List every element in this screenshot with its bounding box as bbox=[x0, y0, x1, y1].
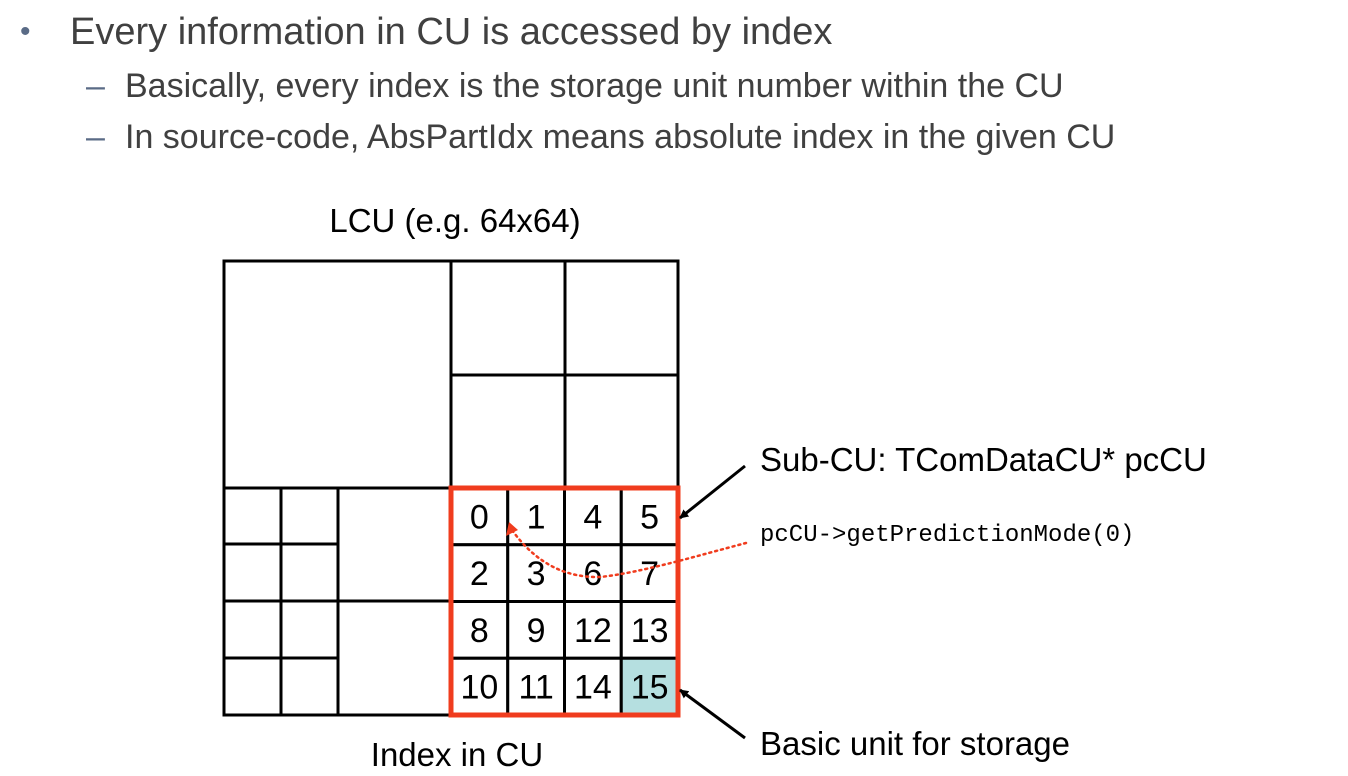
dotted-arrow-curve bbox=[510, 528, 748, 579]
bullet-marker: • bbox=[20, 15, 31, 48]
storage-unit-index: 9 bbox=[527, 612, 546, 650]
subcu-pointer-arrow bbox=[679, 464, 746, 520]
lcu-label: LCU (e.g. 64x64) bbox=[329, 202, 580, 239]
storage-unit-cell bbox=[506, 600, 566, 660]
storage-unit-cell bbox=[449, 600, 510, 660]
storage-unit-index: 5 bbox=[640, 498, 659, 536]
sub-bullet-1-text: Basically, every index is the storage un… bbox=[125, 67, 1064, 105]
sub-bullet-marker: – bbox=[86, 67, 105, 105]
storage-unit-cell bbox=[619, 656, 680, 717]
storage-unit-index: 12 bbox=[574, 612, 612, 650]
sub-bullet-marker: – bbox=[86, 118, 105, 156]
storage-unit-index: 13 bbox=[631, 612, 669, 650]
storage-unit-index: 0 bbox=[470, 498, 489, 536]
storage-unit-cell bbox=[619, 486, 680, 547]
storage-pointer-arrow bbox=[679, 688, 746, 740]
storage-unit-cell bbox=[506, 543, 566, 603]
storage-unit-cell bbox=[449, 656, 510, 717]
storage-unit-index: 3 bbox=[527, 555, 546, 593]
prediction-mode-code: pcCU->getPredictionMode(0) bbox=[760, 522, 1134, 549]
storage-unit-index: 6 bbox=[583, 555, 602, 593]
sub-bullet-2-text: In source-code, AbsPartIdx means absolut… bbox=[125, 118, 1116, 156]
subcu-label: Sub-CU: TComDataCU* pcCU bbox=[760, 441, 1207, 478]
dotted-arrow-head bbox=[506, 522, 518, 536]
storage-unit-index: 14 bbox=[574, 669, 612, 707]
storage-unit-index: 10 bbox=[460, 669, 498, 707]
bullet-main-text: Every information in CU is accessed by i… bbox=[70, 11, 833, 53]
subcu-highlight-border bbox=[448, 485, 681, 718]
storage-unit-cell bbox=[619, 600, 680, 660]
storage-unit-index: 11 bbox=[518, 669, 553, 707]
storage-unit-index: 2 bbox=[470, 555, 489, 593]
storage-unit-index: 8 bbox=[470, 612, 489, 650]
storage-unit-cell bbox=[563, 543, 623, 603]
storage-unit-index: 7 bbox=[640, 555, 659, 593]
storage-unit-index: 1 bbox=[527, 498, 546, 536]
storage-label: Basic unit for storage bbox=[760, 725, 1070, 762]
storage-unit-cell bbox=[563, 486, 623, 547]
storage-unit-index: 15 bbox=[631, 669, 669, 707]
storage-unit-index: 4 bbox=[583, 498, 602, 536]
storage-unit-cell bbox=[506, 656, 566, 717]
index-in-cu-label: Index in CU bbox=[371, 736, 543, 773]
